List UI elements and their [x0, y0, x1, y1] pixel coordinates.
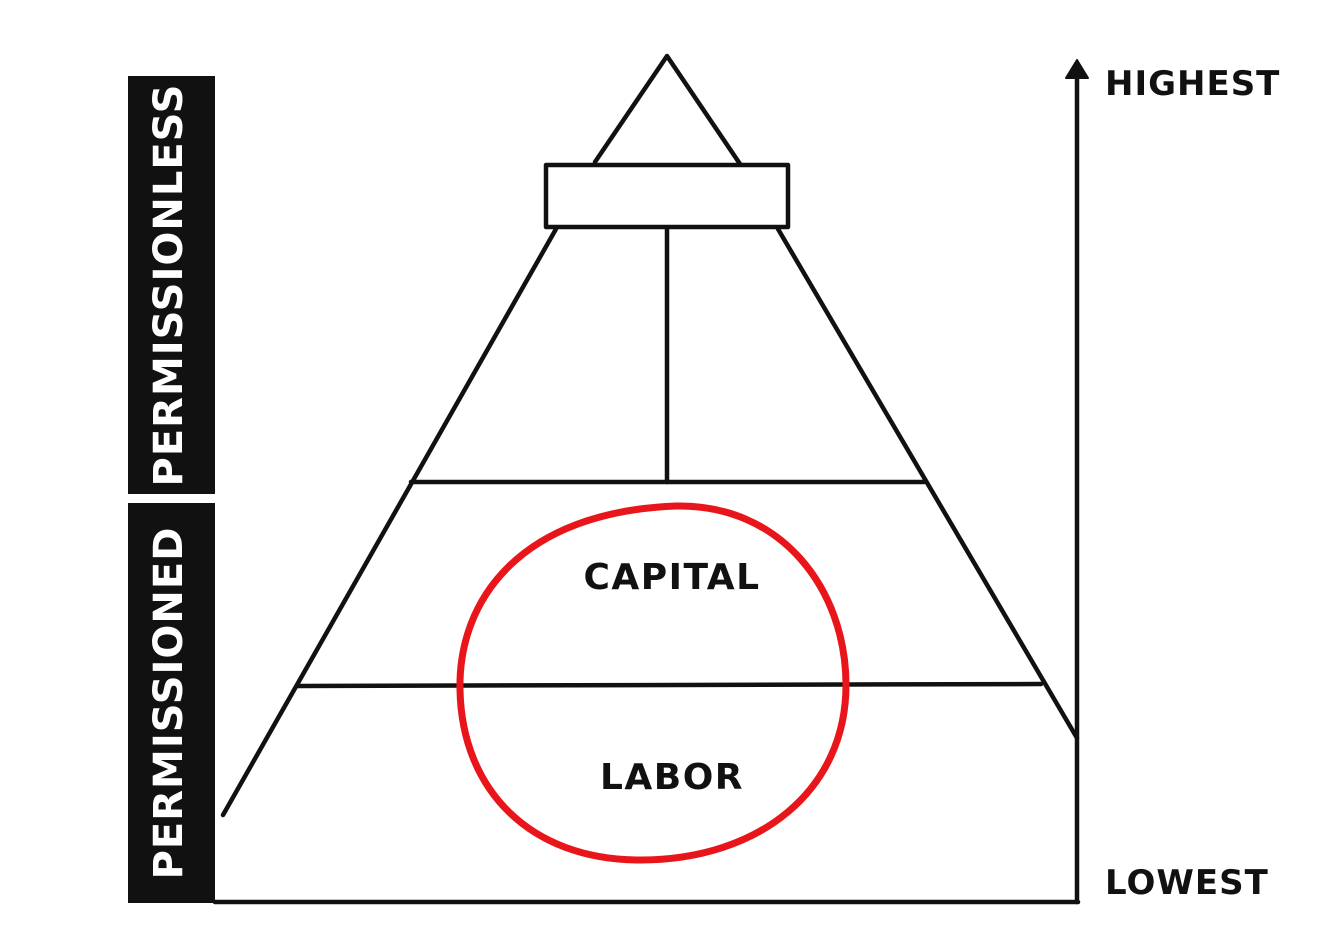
axis-label-highest: HIGHEST	[1105, 64, 1280, 104]
pyramid-left-edge	[220, 226, 559, 818]
permissionless-label: PERMISSIONLESS	[146, 84, 192, 487]
tier-label-capital: CAPITAL	[583, 557, 760, 598]
arrow-up-icon	[1065, 59, 1089, 79]
pyramid-right-edge	[775, 226, 1080, 741]
rank-axis: HIGHEST LOWEST	[1065, 59, 1280, 905]
axis-label-lowest: LOWEST	[1105, 863, 1269, 903]
permissioned-bar-fill	[128, 503, 215, 903]
pyramid-capstone	[543, 162, 791, 230]
highlight-circle	[456, 502, 850, 864]
pyramid-apex	[592, 53, 743, 167]
permissioned-label: PERMISSIONED	[146, 527, 192, 880]
tier-label-labor: LABOR	[600, 757, 744, 798]
permissionless-bar-fill	[128, 76, 215, 494]
tier-line-lower	[294, 681, 1044, 689]
permissioned-bar: PERMISSIONED	[128, 503, 215, 903]
permissionless-bar: PERMISSIONLESS	[128, 76, 215, 494]
pyramid	[212, 53, 1081, 905]
